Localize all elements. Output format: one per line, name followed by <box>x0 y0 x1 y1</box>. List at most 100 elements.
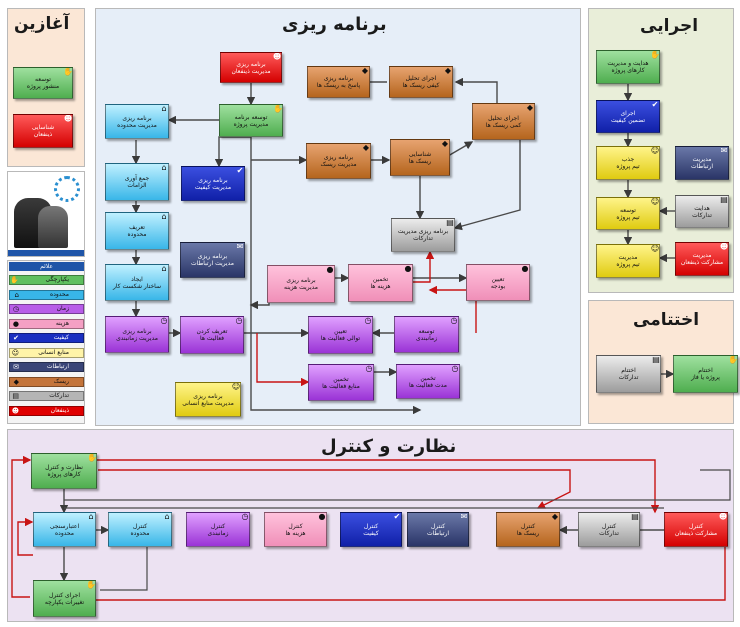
legend-item: ⌂محدوده <box>9 289 84 300</box>
process-box-manage-comm[interactable]: مدیریت ارتباطات✉ <box>675 146 729 180</box>
hand-icon: ✋ <box>86 580 96 589</box>
monitoring-panel-title: نظارت و کنترل <box>321 436 457 457</box>
process-box-manage-team[interactable]: مدیریت تیم پروژه ☺ <box>596 244 660 278</box>
coins-icon: ● <box>404 264 412 273</box>
people-icon: ☻ <box>11 406 19 415</box>
process-box-identify-risk[interactable]: شناسایی ریسک ها◆ <box>390 139 450 176</box>
dice-icon: ◆ <box>361 66 369 75</box>
process-box-direct-work[interactable]: هدایت و مدیریت کارهای پروژه✋ <box>596 50 660 84</box>
process-label: برنامه ریزی مدیریت ریسک <box>320 154 357 168</box>
process-box-sequence[interactable]: تعیین توالی فعالیت ها◷ <box>308 316 373 354</box>
process-box-plan-comm[interactable]: برنامه ریزی مدیریت ارتباطات✉ <box>180 242 245 278</box>
check-icon: ✔ <box>13 334 19 342</box>
process-label: کنترل هزینه ها <box>285 522 306 537</box>
process-label: توسعه برنامه مدیریت پروژه <box>233 113 269 128</box>
process-box-control-cost[interactable]: کنترل هزینه ها ● <box>264 512 327 547</box>
process-box-quality-assurance[interactable]: اجرای تضمین کیفیت ✔ <box>596 100 660 133</box>
process-box-activity-duration[interactable]: تخمین مدت فعالیت ها◷ <box>396 364 460 399</box>
check-icon: ✔ <box>651 100 659 109</box>
process-box-estimate-cost[interactable]: تخمین هزینه ها● <box>348 264 413 302</box>
process-label: کنترل تدارکات <box>599 522 619 537</box>
process-box-control-scope[interactable]: کنترل محدوده⌂ <box>108 512 172 547</box>
process-label: برنامه ریزی مدیریت ذینفعان <box>231 60 271 75</box>
process-label: جذب تیم پروژه <box>616 156 640 170</box>
process-box-budget[interactable]: تعیین بودجه● <box>466 264 530 301</box>
person-icon: ☺ <box>11 348 19 357</box>
hand-icon: ✋ <box>10 276 19 284</box>
process-box-control-quality[interactable]: کنترل کیفیت✔ <box>340 512 402 547</box>
dice-icon: ◆ <box>526 103 534 112</box>
house-icon: ⌂ <box>161 104 167 113</box>
process-box-close-project[interactable]: اختتام پروژه یا فاز✋ <box>673 355 738 393</box>
process-box-plan-cost[interactable]: برنامه ریزی مدیریت هزینه● <box>267 265 335 303</box>
process-box-integrated-change[interactable]: اجرای کنترل تغییرات یکپارچه✋ <box>33 580 96 617</box>
process-box-plan-stakeholder[interactable]: برنامه ریزی مدیریت ذینفعان☻ <box>220 52 282 83</box>
person-icon: ☺ <box>650 146 660 155</box>
legend-item-label: ارتباطات <box>46 363 69 370</box>
process-box-plan-risk-response[interactable]: برنامه ریزی پاسخ به ریسک ها◆ <box>307 66 370 98</box>
process-box-control-proc[interactable]: کنترل تدارکات▤ <box>578 512 640 547</box>
process-label: مدیریت تیم پروژه <box>616 254 640 268</box>
process-box-develop-team[interactable]: توسعه تیم پروژه☺ <box>596 197 660 230</box>
process-label: کنترل کیفیت <box>363 522 379 537</box>
process-box-stakeholders-id[interactable]: شناسایی ذینفعان☻ <box>13 114 73 148</box>
legend-item: ▤ تدارکات <box>9 391 84 401</box>
mail-icon: ✉ <box>236 242 244 251</box>
process-label: هدایت تدارکات <box>692 204 712 219</box>
process-box-control-stakeholder[interactable]: کنترل مشارکت ذینفعان☻ <box>664 512 728 547</box>
document-icon: ▤ <box>720 195 728 204</box>
process-box-plan-procurement[interactable]: برنامه ریزی مدیریت تدارکات▤ <box>391 218 455 252</box>
process-box-define-scope[interactable]: تعریف محدوده⌂ <box>105 212 169 250</box>
process-box-project-plan[interactable]: توسعه برنامه مدیریت پروژه✋ <box>219 104 283 137</box>
process-box-control-risk[interactable]: کنترل ریسک ها◆ <box>496 512 560 547</box>
process-box-wbs[interactable]: ایجاد ساختار شکست کار⌂ <box>105 264 169 301</box>
process-box-qual-risk[interactable]: اجرای تحلیل کیفی ریسک ها◆ <box>389 66 453 98</box>
process-box-activity-resources[interactable]: تخمین منابع فعالیت ها◷ <box>308 364 374 401</box>
process-box-define-activities[interactable]: تعریف کردن فعالیت ها◷ <box>180 316 244 354</box>
process-box-plan-risk-mgmt[interactable]: برنامه ریزی مدیریت ریسک◆ <box>306 143 371 179</box>
person-icon: ☺ <box>650 244 660 253</box>
process-label: اختتام تدارکات <box>618 367 639 381</box>
process-label: کنترل مشارکت ذینفعان <box>674 522 718 537</box>
legend-item-label: یکپارچگی <box>45 276 69 283</box>
process-box-plan-hr[interactable]: برنامه ریزی مدیریت منابع انسانی☺ <box>175 382 241 417</box>
process-label: اجرای تضمین کیفیت <box>610 109 646 124</box>
process-box-collect-req[interactable]: جمع آوری الزامات⌂ <box>105 163 169 201</box>
process-label: توسعه منشور پروژه <box>26 76 60 90</box>
coins-icon: ● <box>318 512 326 521</box>
process-box-quant-risk[interactable]: اجرای تحلیل کمی ریسک ها◆ <box>472 103 535 140</box>
process-box-control-comm[interactable]: کنترل ارتباطات✉ <box>407 512 469 547</box>
mail-icon: ✉ <box>460 512 468 521</box>
process-box-develop-schedule[interactable]: توسعه زمانبندی◷ <box>394 316 459 353</box>
process-label: تعیین بودجه <box>490 275 506 290</box>
legend-item-label: محدوده <box>50 290 69 298</box>
process-box-plan-quality[interactable]: برنامه ریزی مدیریت کیفیت✔ <box>181 166 245 201</box>
process-box-plan-scope-mgmt[interactable]: برنامه ریزی مدیریت محدوده⌂ <box>105 104 169 139</box>
process-box-monitor-work[interactable]: نظارت و کنترل کارهای پروژه✋ <box>31 453 97 489</box>
process-box-charter[interactable]: توسعه منشور پروژه✋ <box>13 67 73 99</box>
clock-icon: ◷ <box>241 512 249 521</box>
process-box-manage-engagement[interactable]: مدیریت مشارکت ذینفعان☻ <box>675 242 729 276</box>
legend-item: ✋ یکپارچگی <box>9 275 84 285</box>
legend-item-label: تدارکات <box>49 392 69 399</box>
process-label: برنامه ریزی مدیریت زمانبندی <box>116 327 158 342</box>
process-label: برنامه ریزی مدیریت تدارکات <box>397 228 449 242</box>
process-label: اجرای تحلیل کیفی ریسک ها <box>402 75 440 89</box>
process-label: برنامه ریزی مدیریت منابع انسانی <box>182 392 234 407</box>
document-icon: ▤ <box>12 392 19 400</box>
clock-icon: ◷ <box>364 316 372 325</box>
process-box-plan-schedule[interactable]: برنامه ریزی مدیریت زمانبندی◷ <box>105 316 169 353</box>
legend-item: ◆ریسک <box>9 376 84 387</box>
process-box-control-schedule[interactable]: کنترل زمانبندی◷ <box>186 512 250 547</box>
process-box-conduct-proc[interactable]: هدایت تدارکات ▤ <box>675 195 729 228</box>
people-icon: ☻ <box>719 242 729 251</box>
process-label: تخمین مدت فعالیت ها <box>409 374 447 389</box>
clock-icon: ◷ <box>12 305 19 313</box>
process-box-close-proc[interactable]: اختتام تدارکات▤ <box>596 355 661 393</box>
clock-icon: ◷ <box>365 364 373 373</box>
process-box-acquire-team[interactable]: جذب تیم پروژه ☺ <box>596 146 660 180</box>
legend-item-label: کیفیت <box>53 334 69 341</box>
coins-icon: ● <box>326 265 334 274</box>
process-box-validate-scope[interactable]: اعتبارسنجی محدوده⌂ <box>33 512 96 547</box>
clock-icon: ◷ <box>235 316 243 325</box>
